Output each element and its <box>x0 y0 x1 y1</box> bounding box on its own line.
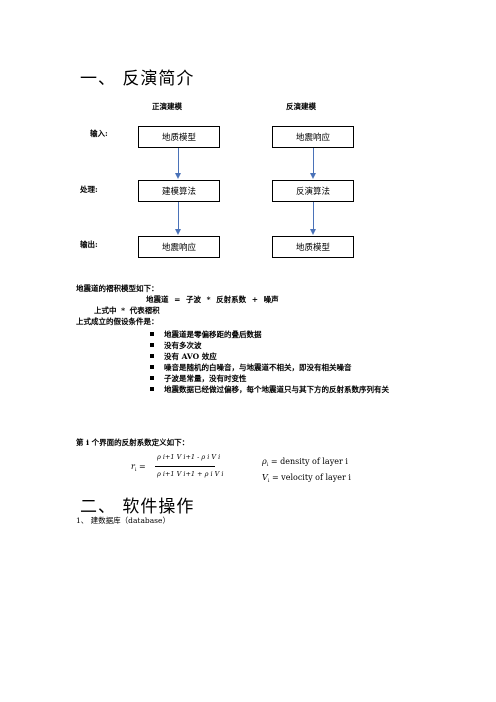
bullet-square-icon <box>150 332 154 336</box>
assumptions-intro: 上式成立的假设条件是： <box>76 317 159 326</box>
reflection-coefficient-formula: ri = ρ i+1 V i+1 - ρ i V i ρ i+1 V i+1 +… <box>131 451 281 487</box>
section-title-software: 二、 软件操作 <box>80 497 195 517</box>
row-label-process: 处理: <box>80 185 98 194</box>
list-item: 没有多次波 <box>148 341 424 351</box>
arrow-left-1 <box>178 148 179 174</box>
bullet-square-icon <box>150 354 154 358</box>
fraction-bar <box>155 466 215 467</box>
column-header-forward: 正演建模 <box>152 102 182 111</box>
list-item: 地震道是零偏移距的叠后数据 <box>148 330 424 340</box>
section-title-intro: 一、 反演简介 <box>80 69 195 89</box>
arrow-right-2 <box>313 202 314 230</box>
list-item: 子波是常量，没有时变性 <box>148 374 424 384</box>
arrow-head-left-2 <box>175 229 181 235</box>
box-geologic-model-right: 地质模型 <box>272 236 354 258</box>
formula-numerator: ρ i+1 V i+1 - ρ i V i <box>157 453 221 461</box>
arrow-head-right-1 <box>310 173 316 179</box>
box-seismic-response-left: 地震响应 <box>138 236 220 258</box>
bullet-square-icon <box>150 343 154 347</box>
arrow-right-1 <box>313 148 314 174</box>
row-label-input: 输入: <box>90 129 108 138</box>
step-1-create-database: 1、 建数据库（database） <box>76 516 170 525</box>
bullet-square-icon <box>150 387 154 391</box>
convolution-equation: 地震道 = 子波 * 反射系数 + 噪声 <box>146 295 279 304</box>
column-header-inverse: 反演建模 <box>286 102 316 111</box>
list-item: 地震数据已经做过偏移，每个地震道只与其下方的反射系数序列有关 <box>148 385 424 395</box>
box-geologic-model-left: 地质模型 <box>138 126 220 148</box>
arrow-head-right-2 <box>310 229 316 235</box>
legend-velocity: Vi = velocity of layer i <box>262 473 351 484</box>
formula-lhs: ri = <box>131 462 146 473</box>
box-inversion-algorithm: 反演算法 <box>272 180 354 202</box>
reflection-intro: 第 i 个界面的反射系数定义如下： <box>76 438 190 447</box>
legend-density: ρi = density of layer i <box>262 457 348 468</box>
bullet-square-icon <box>150 376 154 380</box>
star-note: 上式中 * 代表褶积 <box>94 306 160 315</box>
list-item: 噪音是随机的白噪音，与地震道不相关，即没有相关噪音 <box>148 363 424 373</box>
assumptions-list: 地震道是零偏移距的叠后数据 没有多次波 没有 AVO 效应 噪音是随机的白噪音，… <box>148 330 424 396</box>
list-item: 没有 AVO 效应 <box>148 352 424 362</box>
bullet-square-icon <box>150 365 154 369</box>
formula-denominator: ρ i+1 V i+1 + ρ i V i <box>157 470 224 478</box>
convolution-intro: 地震道的褶积模型如下： <box>76 284 159 293</box>
row-label-output: 输出: <box>80 240 98 249</box>
box-modeling-algorithm: 建模算法 <box>138 180 220 202</box>
arrow-left-2 <box>178 202 179 230</box>
arrow-head-left-1 <box>175 173 181 179</box>
box-seismic-response-right: 地震响应 <box>272 126 354 148</box>
